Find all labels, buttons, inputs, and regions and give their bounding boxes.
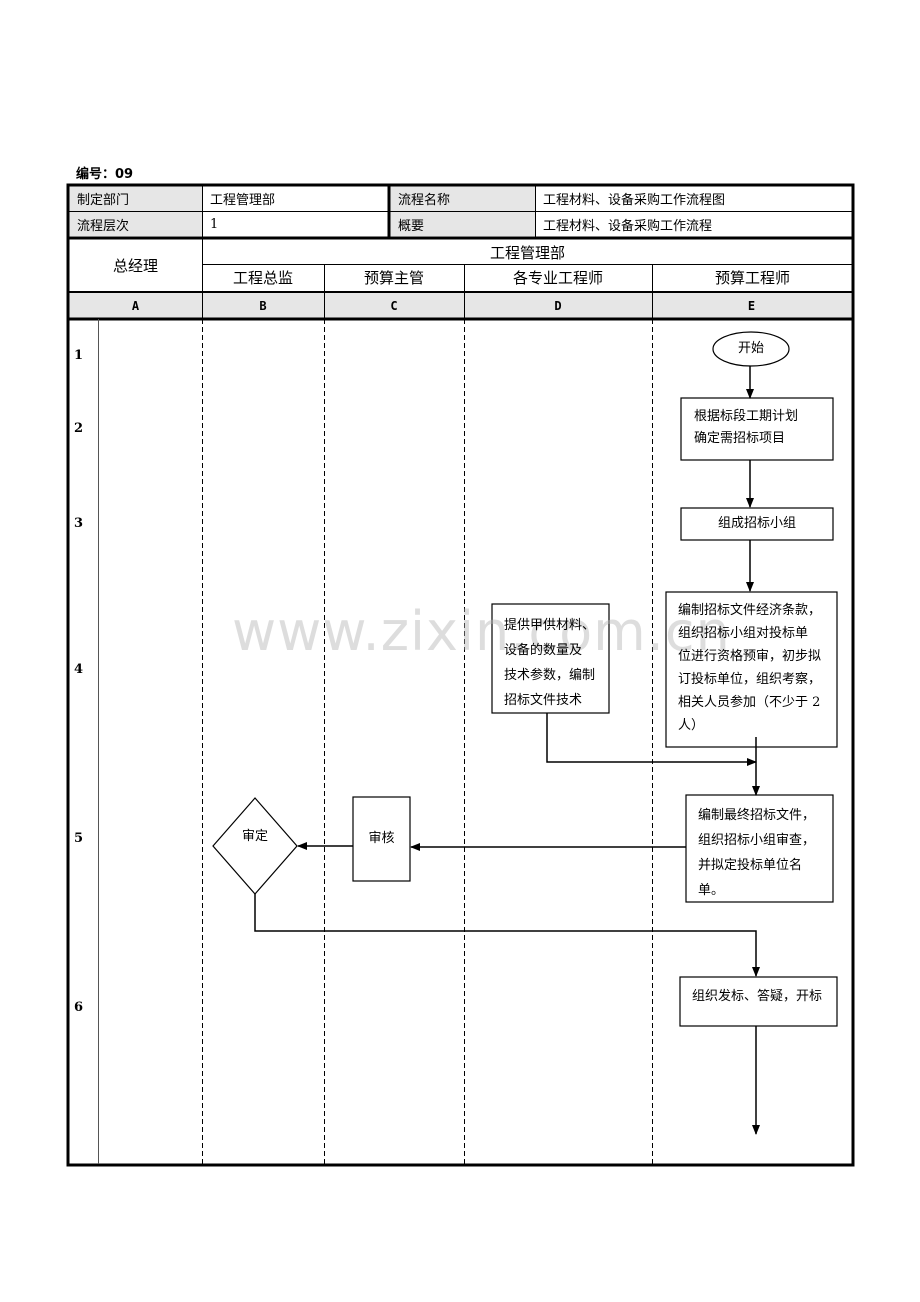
row-number: 2 [74, 421, 84, 436]
column-letter-a: A [69, 293, 202, 318]
text-line: 设备的数量及 [504, 643, 583, 658]
column-letter-e: E [652, 293, 851, 318]
summary-label: 概要 [390, 212, 535, 236]
step-prepare-economic-terms: 编制招标文件经济条款， 组织招标小组对投标单 位进行资格预审，初步拟 订投标单位… [666, 595, 837, 747]
text-line: 编制最终招标文件， [698, 808, 816, 823]
lane-budget-supervisor: 预算主管 [363, 269, 424, 287]
column-letter-b: B [202, 293, 324, 318]
lane-engineering-director: 工程总监 [232, 269, 293, 287]
lane-specialty-engineers: 各专业工程师 [512, 269, 603, 287]
dept-value: 工程管理部 [210, 193, 276, 208]
step-plan-tender-projects: 根据标段工期计划 确定需招标项目 [681, 402, 833, 460]
row-number: 5 [74, 831, 84, 846]
text-line: 根据标段工期计划 [694, 409, 799, 424]
lane-general-manager: 总经理 [112, 257, 158, 275]
row-number: 4 [74, 662, 84, 677]
level-value: 1 [210, 216, 219, 232]
doc-number: 编号：09 [76, 167, 134, 182]
lane-budget-engineer: 预算工程师 [714, 269, 790, 287]
lane-group-engineering-dept: 工程管理部 [489, 243, 565, 262]
text-line: 人） [678, 718, 705, 733]
text-line: 相关人员参加（不少于 2 [678, 695, 821, 710]
start-terminator [712, 331, 790, 367]
watermark: www.zixin.com.cn [232, 600, 731, 663]
text-line: 技术参数，编制 [504, 668, 596, 683]
text-line: 组织招标小组对投标单 [678, 626, 809, 641]
text-line: 编制招标文件经济条款， [678, 603, 822, 618]
start-node: 开始 [737, 341, 764, 356]
flow-name-value: 工程材料、设备采购工作流程图 [543, 193, 726, 208]
column-letter-d: D [464, 293, 652, 318]
column-letter-c: C [324, 293, 464, 318]
step-review: 审核 [368, 831, 395, 846]
step-provide-technical-specs: 提供甲供材料、 设备的数量及 技术参数，编制 招标文件技术 [492, 609, 609, 713]
row-number: 3 [74, 516, 84, 531]
text-line: 单。 [698, 883, 725, 898]
text-line: 招标文件技术 [504, 693, 583, 708]
level-label: 流程层次 [69, 212, 202, 236]
text-line: 组织招标小组审查， [698, 833, 816, 848]
step-issue-and-open-bids: 组织发标、答疑，开标 [692, 989, 823, 1004]
text-line: 并拟定投标单位名 [698, 858, 803, 873]
step-final-tender-docs: 编制最终招标文件， 组织招标小组审查， 并拟定投标单位名 单。 [686, 799, 833, 902]
step-approve: 审定 [241, 829, 268, 844]
flow-name-label: 流程名称 [390, 186, 535, 211]
dept-label: 制定部门 [69, 186, 202, 211]
row-number: 1 [74, 348, 84, 363]
text-line: 位进行资格预审，初步拟 [678, 649, 822, 664]
step-form-tender-group: 组成招标小组 [717, 516, 796, 531]
summary-value: 工程材料、设备采购工作流程 [543, 218, 713, 234]
text-line: 确定需招标项目 [694, 431, 786, 446]
text-line: 订投标单位，组织考察， [678, 672, 822, 687]
row-number: 6 [74, 1000, 84, 1015]
text-line: 提供甲供材料、 [504, 618, 596, 633]
